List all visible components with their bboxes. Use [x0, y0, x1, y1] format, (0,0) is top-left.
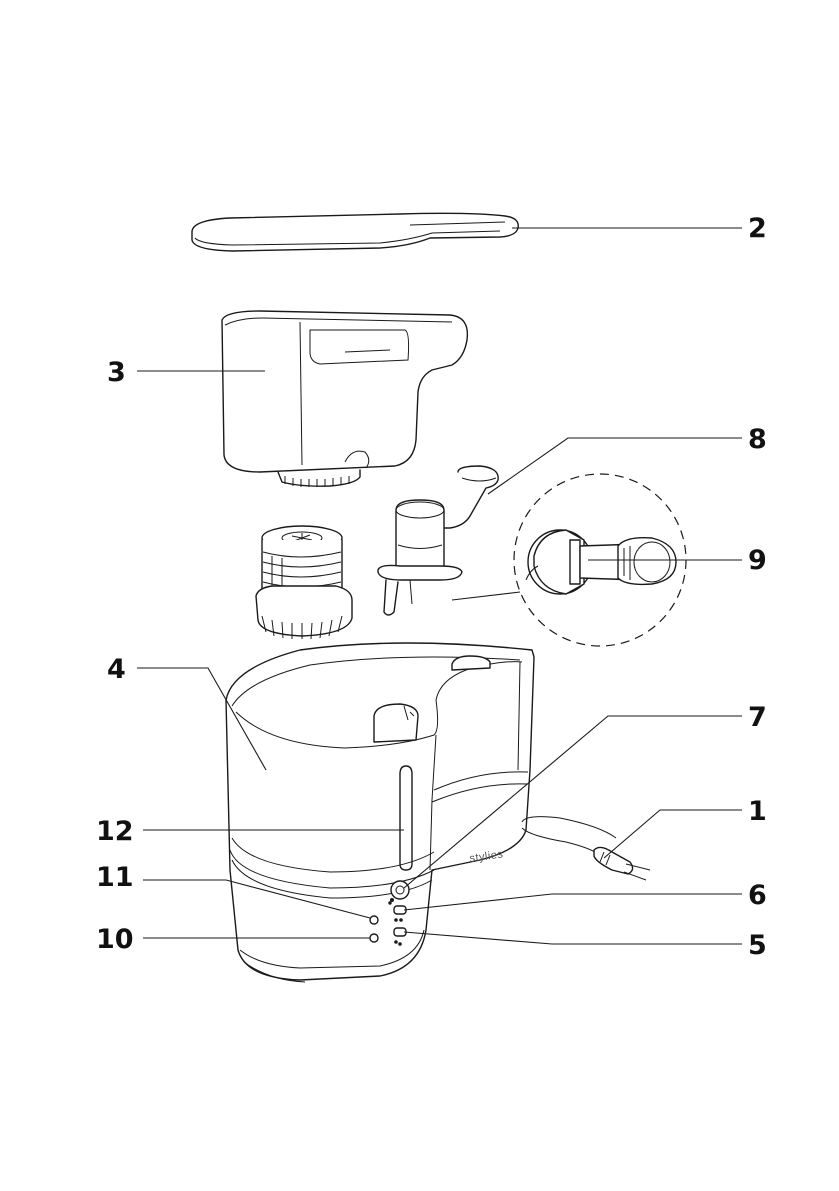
callout-3: 3	[107, 357, 126, 388]
callout-7: 7	[748, 702, 767, 733]
humidifier-body	[226, 643, 534, 982]
callout-11: 11	[96, 862, 134, 893]
callout-4: 4	[107, 654, 126, 685]
callout-5: 5	[748, 930, 767, 961]
callout-6: 6	[748, 880, 767, 911]
callout-1: 1	[748, 796, 767, 827]
power-cord	[522, 817, 650, 880]
filter-cartridge	[256, 526, 352, 639]
callout-10: 10	[96, 924, 134, 955]
lid	[192, 213, 518, 251]
callout-9: 9	[748, 545, 767, 576]
callout-8: 8	[748, 424, 767, 455]
callout-12: 12	[96, 816, 134, 847]
water-tank	[222, 311, 467, 487]
steam-outlet	[378, 466, 498, 615]
callout-2: 2	[748, 213, 767, 244]
